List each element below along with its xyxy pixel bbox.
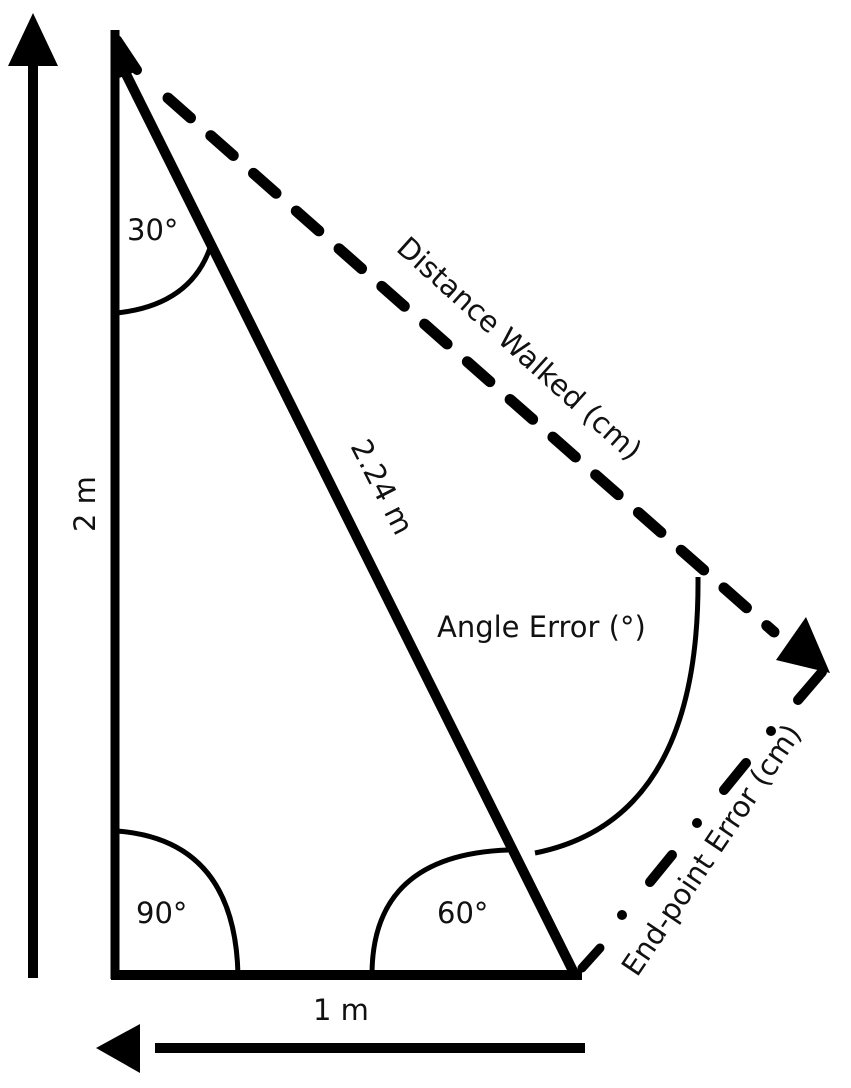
hypotenuse-side xyxy=(115,59,580,978)
label-angle-90: 90° xyxy=(136,896,187,930)
arrow-left-icon xyxy=(96,1024,140,1073)
label-angle-60: 60° xyxy=(437,896,488,930)
label-angle-30: 30° xyxy=(127,213,178,247)
arc-90 xyxy=(116,828,241,976)
label-distance-walked: Distance Walked (cm) xyxy=(390,230,648,467)
arc-angle-error xyxy=(534,576,701,856)
triangle xyxy=(110,30,582,980)
label-vertical-length: 2 m xyxy=(68,476,102,532)
arc-30 xyxy=(116,247,213,316)
angle-arcs xyxy=(116,247,701,976)
distance-walked-path xyxy=(162,92,830,673)
bottom-direction-arrow xyxy=(96,1024,585,1073)
left-direction-arrow xyxy=(8,13,58,978)
arrow-up-icon xyxy=(8,13,58,66)
arc-60 xyxy=(369,847,509,976)
label-angle-error: Angle Error (°) xyxy=(437,610,646,644)
label-end-point-error: End-point Error (cm) xyxy=(615,718,808,982)
label-base-length: 1 m xyxy=(313,993,369,1027)
arrow-down-right-icon xyxy=(776,617,830,673)
end-point-error-path xyxy=(577,667,827,973)
